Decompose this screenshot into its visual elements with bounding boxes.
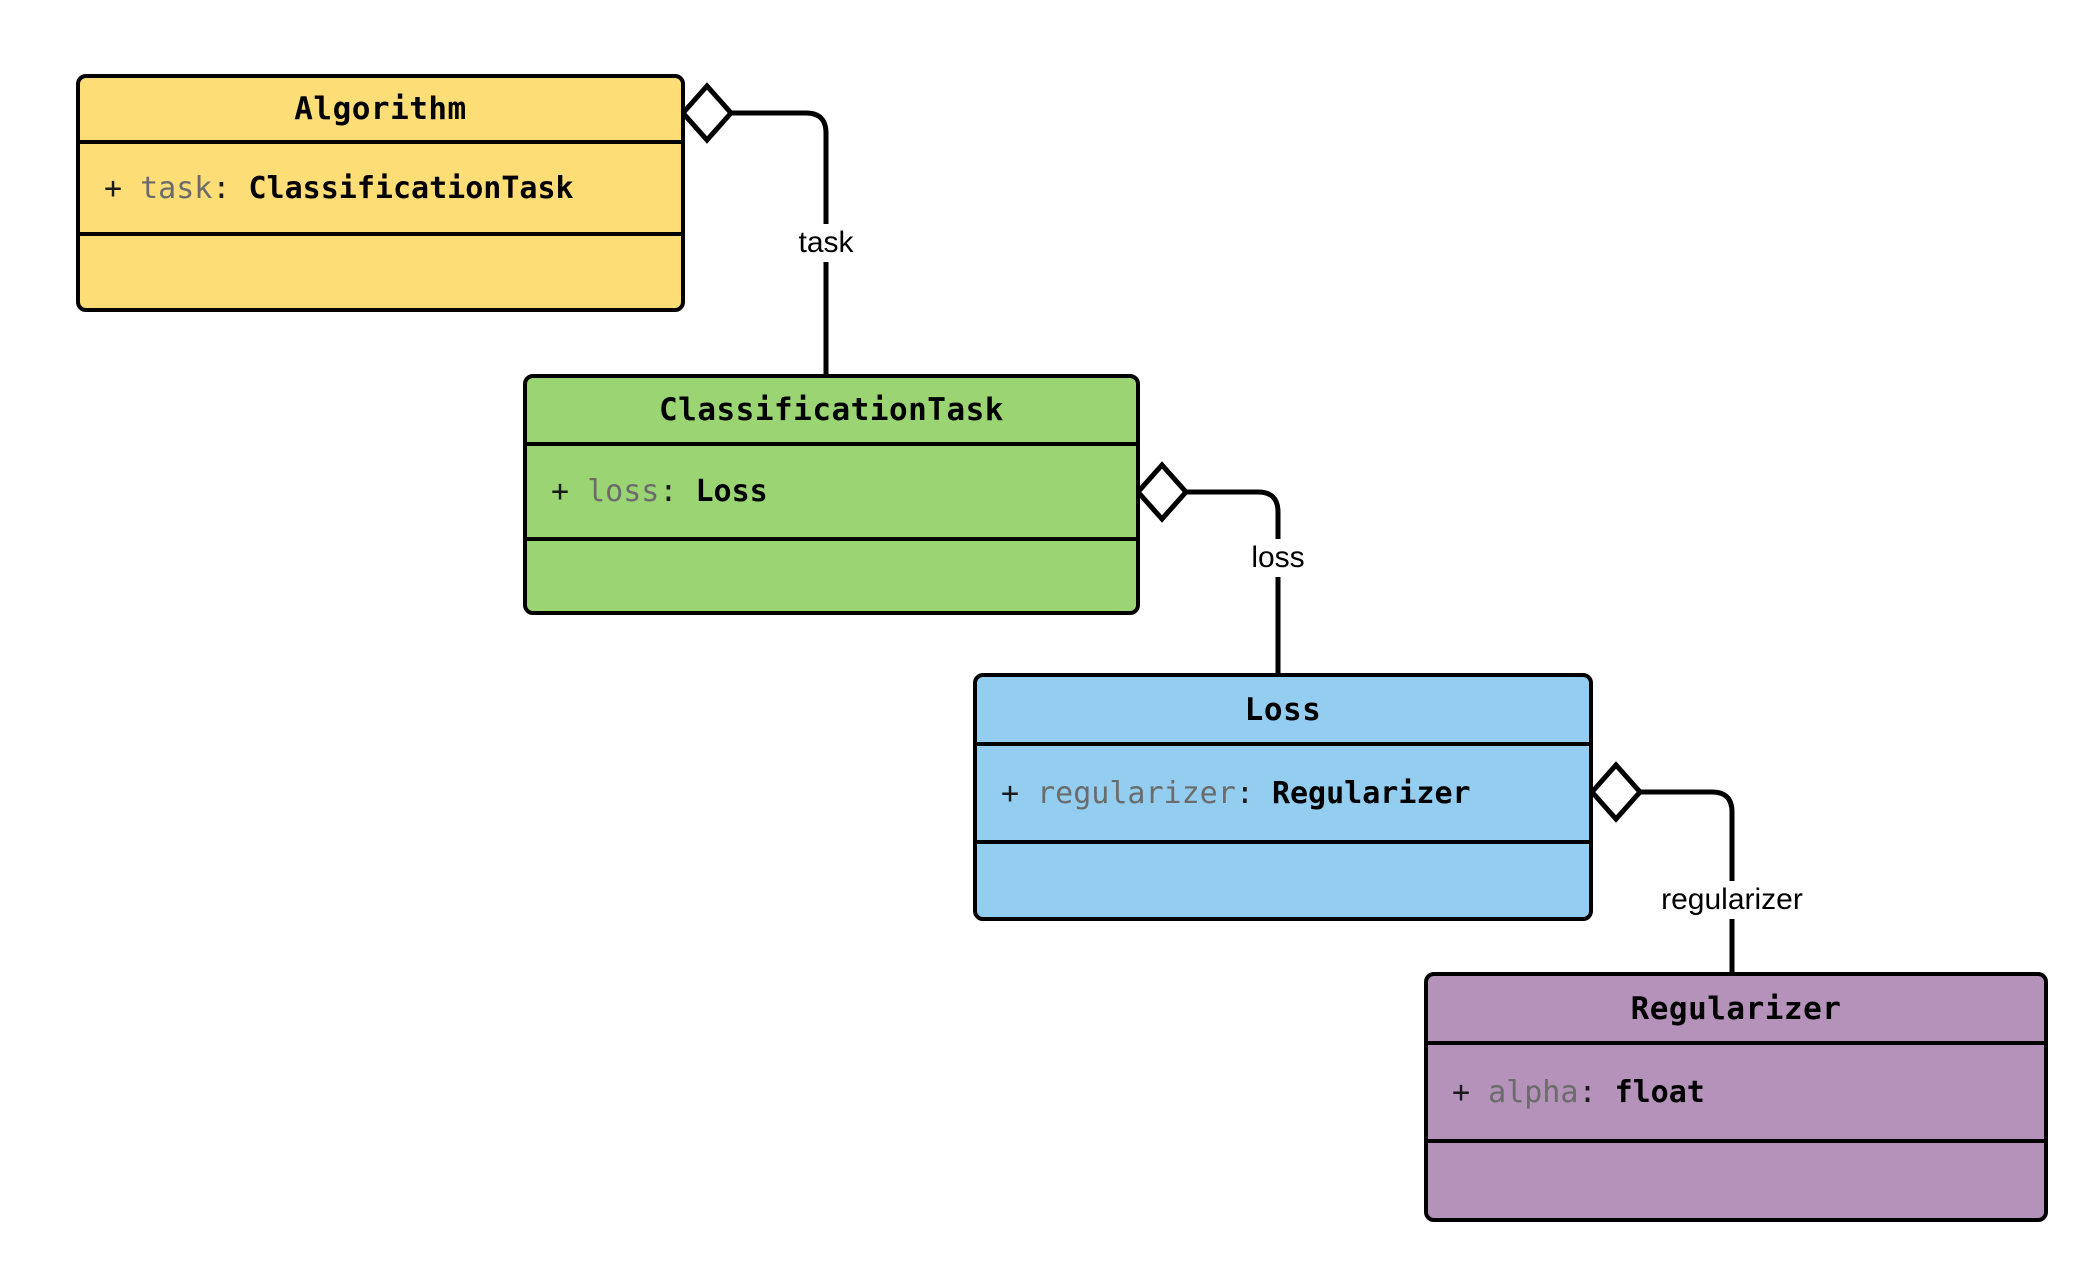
- attribute-name: loss: [587, 474, 660, 509]
- connector-label-edge-regularizer: regularizer: [1655, 881, 1809, 919]
- class-methods-algorithm: [80, 236, 681, 308]
- attribute-name: regularizer: [1037, 775, 1236, 811]
- attribute-colon: :: [659, 474, 678, 509]
- connector-label-edge-loss: loss: [1245, 539, 1311, 577]
- connector-line: [1186, 489, 1281, 673]
- attribute-visibility: +: [104, 170, 123, 206]
- uml-class-loss[interactable]: Loss + regularizer: Regularizer: [973, 673, 1593, 921]
- connector-label-edge-task: task: [792, 224, 860, 262]
- attribute-colon: :: [212, 170, 231, 206]
- class-title-regularizer: Regularizer: [1428, 976, 2044, 1045]
- attribute-visibility: +: [1452, 1074, 1471, 1110]
- connector-edge-regularizer: [1588, 761, 1735, 972]
- aggregation-diamond-icon: [1134, 461, 1190, 523]
- aggregation-diamond-icon: [1588, 761, 1644, 823]
- attribute-row: + loss: Loss: [551, 475, 1136, 508]
- class-attributes-regularizer: + alpha: float: [1428, 1045, 2044, 1143]
- attribute-row: + regularizer: Regularizer: [1001, 777, 1589, 810]
- attribute-colon: :: [1235, 775, 1254, 811]
- attribute-type: float: [1614, 1074, 1705, 1110]
- attribute-visibility: +: [551, 474, 570, 509]
- attribute-visibility: +: [1001, 775, 1020, 811]
- aggregation-diamond-icon: [679, 82, 735, 144]
- class-methods-loss: [977, 844, 1589, 917]
- attribute-name: alpha: [1488, 1074, 1579, 1110]
- attribute-row: + task: ClassificationTask: [104, 172, 681, 205]
- uml-class-classificationtask[interactable]: ClassificationTask + loss: Loss: [523, 374, 1140, 615]
- attribute-type: Loss: [695, 474, 768, 509]
- attribute-type: Regularizer: [1271, 775, 1471, 811]
- class-title-classificationtask: ClassificationTask: [527, 378, 1136, 446]
- attribute-name: task: [140, 170, 213, 206]
- attribute-type: ClassificationTask: [248, 170, 574, 206]
- attribute-colon: :: [1578, 1074, 1597, 1110]
- uml-class-regularizer[interactable]: Regularizer + alpha: float: [1424, 972, 2048, 1222]
- class-attributes-classificationtask: + loss: Loss: [527, 446, 1136, 541]
- class-attributes-algorithm: + task: ClassificationTask: [80, 144, 681, 236]
- uml-class-algorithm[interactable]: Algorithm + task: ClassificationTask: [76, 74, 685, 312]
- class-title-algorithm: Algorithm: [80, 78, 681, 144]
- attribute-row: + alpha: float: [1452, 1076, 2044, 1109]
- class-title-loss: Loss: [977, 677, 1589, 746]
- class-methods-regularizer: [1428, 1143, 2044, 1218]
- class-attributes-loss: + regularizer: Regularizer: [977, 746, 1589, 844]
- class-methods-classificationtask: [527, 541, 1136, 611]
